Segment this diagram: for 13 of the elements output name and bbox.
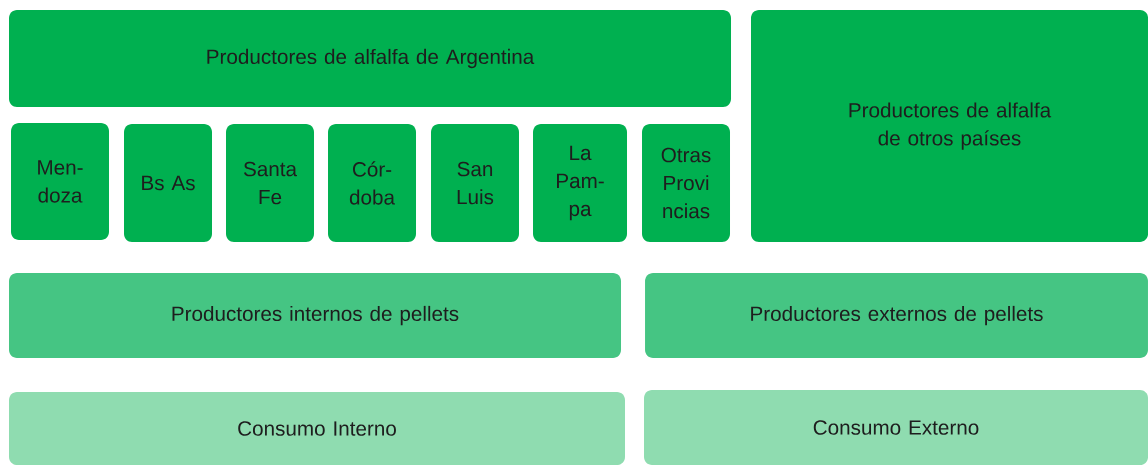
province-box: Santa Fe (226, 124, 314, 242)
group-box: Productores de alfalfa de otros países (751, 10, 1148, 242)
province-box: Bs As (124, 124, 212, 242)
group-box: Productores de alfalfa de Argentina (9, 9, 731, 108)
province-box: Cór- doba (328, 124, 416, 242)
province-box: San Luis (431, 124, 519, 242)
consumer-box: Consumo Externo (644, 390, 1148, 465)
consumer-box: Consumo Interno (9, 391, 625, 465)
province-box: Men- doza (11, 122, 109, 241)
process-box: Productores internos de pellets (9, 272, 621, 359)
process-box: Productores externos de pellets (645, 272, 1148, 359)
province-box: La Pam- pa (533, 124, 627, 242)
province-box: Otras Provi ncias (642, 124, 730, 242)
